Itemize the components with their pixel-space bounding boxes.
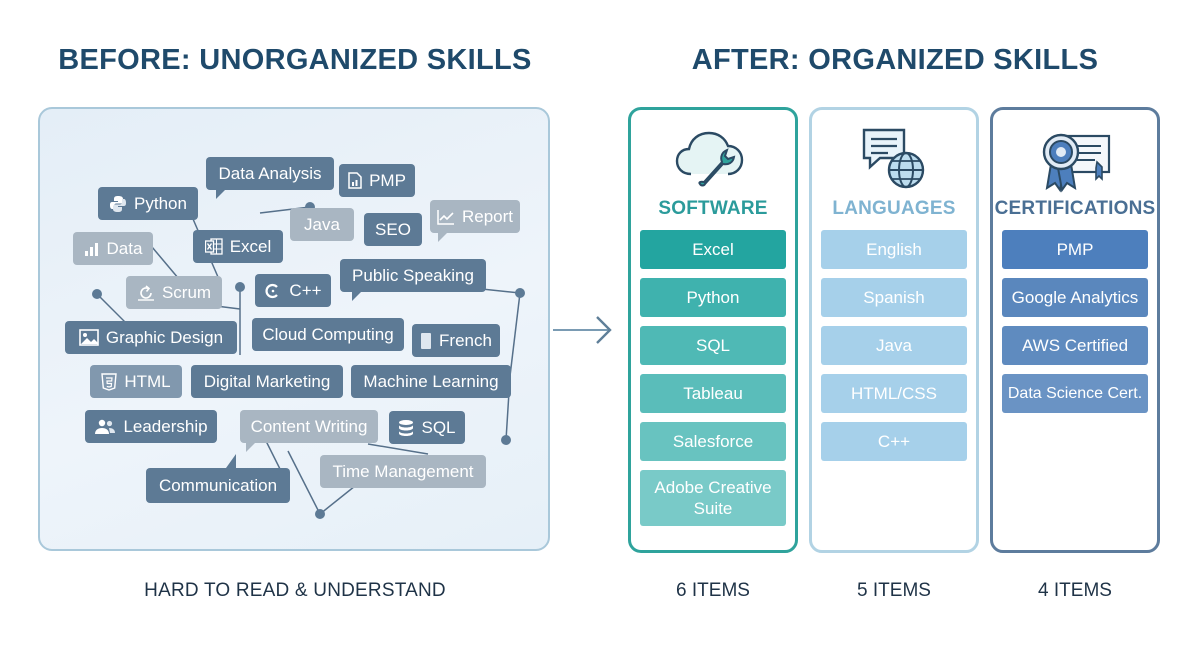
software-item: Python — [640, 278, 786, 317]
certifications-item: AWS Certified — [1002, 326, 1148, 365]
database-icon — [398, 419, 414, 437]
excel-icon — [204, 238, 223, 255]
tag-label: Python — [134, 193, 187, 213]
tag-report: Report — [430, 200, 520, 233]
tag-sql: SQL — [389, 411, 465, 444]
tag-tail — [352, 291, 368, 301]
software-title: SOFTWARE — [658, 198, 768, 219]
tag-cloud-computing: Cloud Computing — [252, 318, 404, 351]
flag-icon — [420, 332, 432, 350]
tag-digital-marketing: Digital Marketing — [191, 365, 343, 398]
tag-label: Report — [461, 206, 514, 226]
software-item: SQL — [640, 326, 786, 365]
tag-label: SQL — [421, 417, 456, 437]
tag-java: Java — [290, 208, 354, 241]
tag-label: French — [439, 330, 492, 350]
tag-data: Data — [73, 232, 153, 265]
tag-label: PMP — [369, 170, 406, 190]
tag-label: Communication — [158, 475, 278, 495]
certifications-column: CERTIFICATIONS PMP Google Analytics AWS … — [990, 107, 1160, 553]
tag-label: Scrum — [161, 282, 212, 302]
tag-seo: SEO — [364, 213, 422, 246]
after-heading: AFTER: ORGANIZED SKILLS — [691, 44, 1099, 76]
tag-label: Data Analysis — [218, 163, 322, 183]
line-chart-icon — [437, 209, 455, 225]
languages-items: English Spanish Java HTML/CSS C++ — [821, 230, 967, 470]
python-icon — [109, 195, 127, 213]
languages-title: LANGUAGES — [832, 198, 956, 219]
transition-arrow-icon — [553, 316, 612, 344]
speech-globe-icon — [812, 124, 976, 194]
tag-label: Content Writing — [250, 416, 368, 436]
html5-icon — [101, 372, 118, 391]
tag-graphic-design: Graphic Design — [65, 321, 237, 354]
certifications-title: CERTIFICATIONS — [994, 198, 1156, 219]
tag-label: Java — [304, 214, 340, 234]
languages-item: English — [821, 230, 967, 269]
software-item: Adobe Creative Suite — [640, 470, 786, 526]
certifications-count: 4 ITEMS — [1038, 580, 1112, 601]
software-count: 6 ITEMS — [676, 580, 750, 601]
tag-public-speaking: Public Speaking — [340, 259, 486, 292]
tag-tail — [246, 442, 262, 452]
tag-python: Python — [98, 187, 198, 220]
tag-scrum: Scrum — [126, 276, 222, 309]
tag-cpp: C++ — [255, 274, 331, 307]
tag-time-management: Time Management — [320, 455, 486, 488]
software-items: Excel Python SQL Tableau Salesforce Adob… — [640, 230, 786, 535]
tag-french: French — [412, 324, 500, 357]
image-icon — [79, 329, 99, 346]
tag-leadership: Leadership — [85, 410, 217, 443]
tag-content-writing: Content Writing — [240, 410, 378, 443]
tag-tail — [220, 454, 236, 468]
languages-item: Java — [821, 326, 967, 365]
software-item: Tableau — [640, 374, 786, 413]
tag-label: Machine Learning — [363, 371, 499, 391]
tag-machine-learning: Machine Learning — [351, 365, 511, 398]
tag-label: Data — [106, 238, 143, 258]
tag-label: Graphic Design — [105, 327, 224, 347]
tag-label: Public Speaking — [352, 265, 474, 285]
cpp-icon — [264, 282, 282, 300]
cycle-icon — [137, 284, 155, 302]
languages-count: 5 ITEMS — [857, 580, 931, 601]
software-item: Salesforce — [640, 422, 786, 461]
tag-label: Leadership — [123, 416, 208, 436]
languages-item: Spanish — [821, 278, 967, 317]
tag-excel: Excel — [193, 230, 283, 263]
tag-pmp: PMP — [339, 164, 415, 197]
before-caption: HARD TO READ & UNDERSTAND — [144, 580, 446, 601]
tag-data-analysis: Data Analysis — [206, 157, 334, 190]
unorganized-skills-panel: Data Analysis PMP Python Report Java SEO… — [38, 107, 550, 551]
tag-label: Excel — [229, 236, 272, 256]
before-heading: BEFORE: UNORGANIZED SKILLS — [58, 44, 532, 76]
tag-communication: Communication — [146, 468, 290, 503]
people-icon — [94, 419, 116, 435]
bar-chart-icon — [84, 241, 100, 257]
tag-label: Digital Marketing — [203, 371, 331, 391]
languages-item: HTML/CSS — [821, 374, 967, 413]
certificate-ribbon-icon — [993, 124, 1157, 194]
tag-tail — [216, 189, 232, 199]
tag-html: HTML — [90, 365, 182, 398]
document-chart-icon — [348, 172, 362, 189]
certifications-items: PMP Google Analytics AWS Certified Data … — [1002, 230, 1148, 422]
languages-column: LANGUAGES English Spanish Java HTML/CSS … — [809, 107, 979, 553]
tag-tail — [438, 232, 454, 242]
tag-label: C++ — [289, 280, 322, 300]
software-item: Excel — [640, 230, 786, 269]
certifications-item: Google Analytics — [1002, 278, 1148, 317]
tag-label: Cloud Computing — [262, 324, 394, 344]
software-column: SOFTWARE Excel Python SQL Tableau Salesf… — [628, 107, 798, 553]
tag-label: SEO — [375, 219, 411, 239]
certifications-item: PMP — [1002, 230, 1148, 269]
cloud-wrench-icon — [631, 124, 795, 194]
languages-item: C++ — [821, 422, 967, 461]
tag-label: HTML — [124, 371, 171, 391]
tag-label: Time Management — [332, 461, 474, 481]
certifications-item: Data Science Cert. — [1002, 374, 1148, 413]
